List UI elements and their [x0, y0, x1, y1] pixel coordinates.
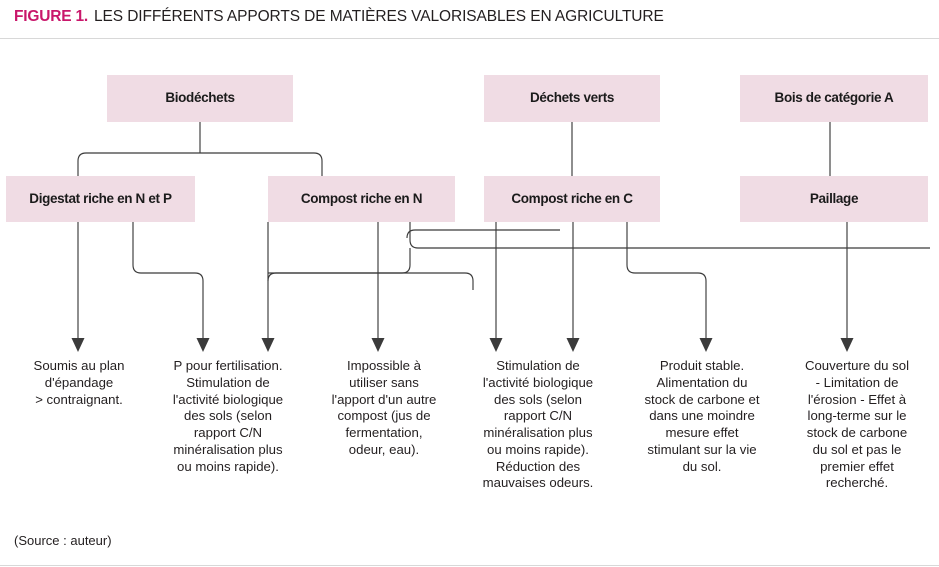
- node-digestat[interactable]: Digestat riche en N et P: [6, 176, 195, 222]
- arrow-compostn-effect3: [371, 222, 385, 352]
- bottom-divider: [0, 565, 939, 566]
- node-bois-categorie-a-label: Bois de catégorie A: [774, 90, 894, 106]
- node-compost-riche-en-n[interactable]: Compost riche en N: [268, 176, 455, 222]
- node-paillage[interactable]: Paillage: [740, 176, 928, 222]
- node-biodechets-label: Biodéchets: [165, 90, 235, 106]
- node-bois-categorie-a[interactable]: Bois de catégorie A: [740, 75, 928, 122]
- node-biodechets[interactable]: Biodéchets: [107, 75, 293, 122]
- arrow-compostn-effect2: [261, 222, 930, 352]
- effect-text-2: P pour fertilisation. Stimulation de l'a…: [172, 358, 284, 474]
- connector-crosslink: [268, 229, 560, 290]
- node-dechets-verts-label: Déchets verts: [530, 90, 614, 106]
- arrow-paillage-effect6: [840, 222, 854, 352]
- effect-text-3: Impossible à utiliser sans l'apport d'un…: [331, 358, 437, 457]
- page-title: LES DIFFÉRENTS APPORTS DE MATIÈRES VALOR…: [94, 8, 664, 25]
- node-dechets-verts[interactable]: Déchets verts: [484, 75, 660, 122]
- effect-text-5: Produit stable. Alimentation du stock de…: [644, 358, 760, 474]
- figure-title-bar: FIGURE 1. LES DIFFÉRENTS APPORTS DE MATI…: [14, 8, 939, 34]
- node-compost-riche-en-n-label: Compost riche en N: [300, 190, 423, 206]
- arrow-digestat-effect1: [71, 222, 85, 352]
- arrow-digestat-effect2: [132, 222, 210, 352]
- effect-text-6: Couverture du sol - Limitation de l'éros…: [804, 358, 910, 491]
- effect-text-4: Stimulation de l'activité biologique des…: [482, 358, 594, 491]
- source-note: (Source : auteur): [14, 533, 112, 548]
- figure-label: FIGURE 1.: [14, 8, 88, 25]
- node-paillage-label: Paillage: [809, 190, 859, 206]
- node-compost-riche-en-c[interactable]: Compost riche en C: [484, 176, 660, 222]
- node-digestat-label: Digestat riche en N et P: [29, 190, 172, 206]
- title-divider: [0, 38, 939, 39]
- node-compost-riche-en-c-label: Compost riche en C: [511, 190, 633, 206]
- connector-biodechets-split: [77, 122, 323, 180]
- arrow-compostc-effects: [489, 222, 713, 352]
- effect-text-1: Soumis au plan d'épandage > contraignant…: [33, 358, 125, 407]
